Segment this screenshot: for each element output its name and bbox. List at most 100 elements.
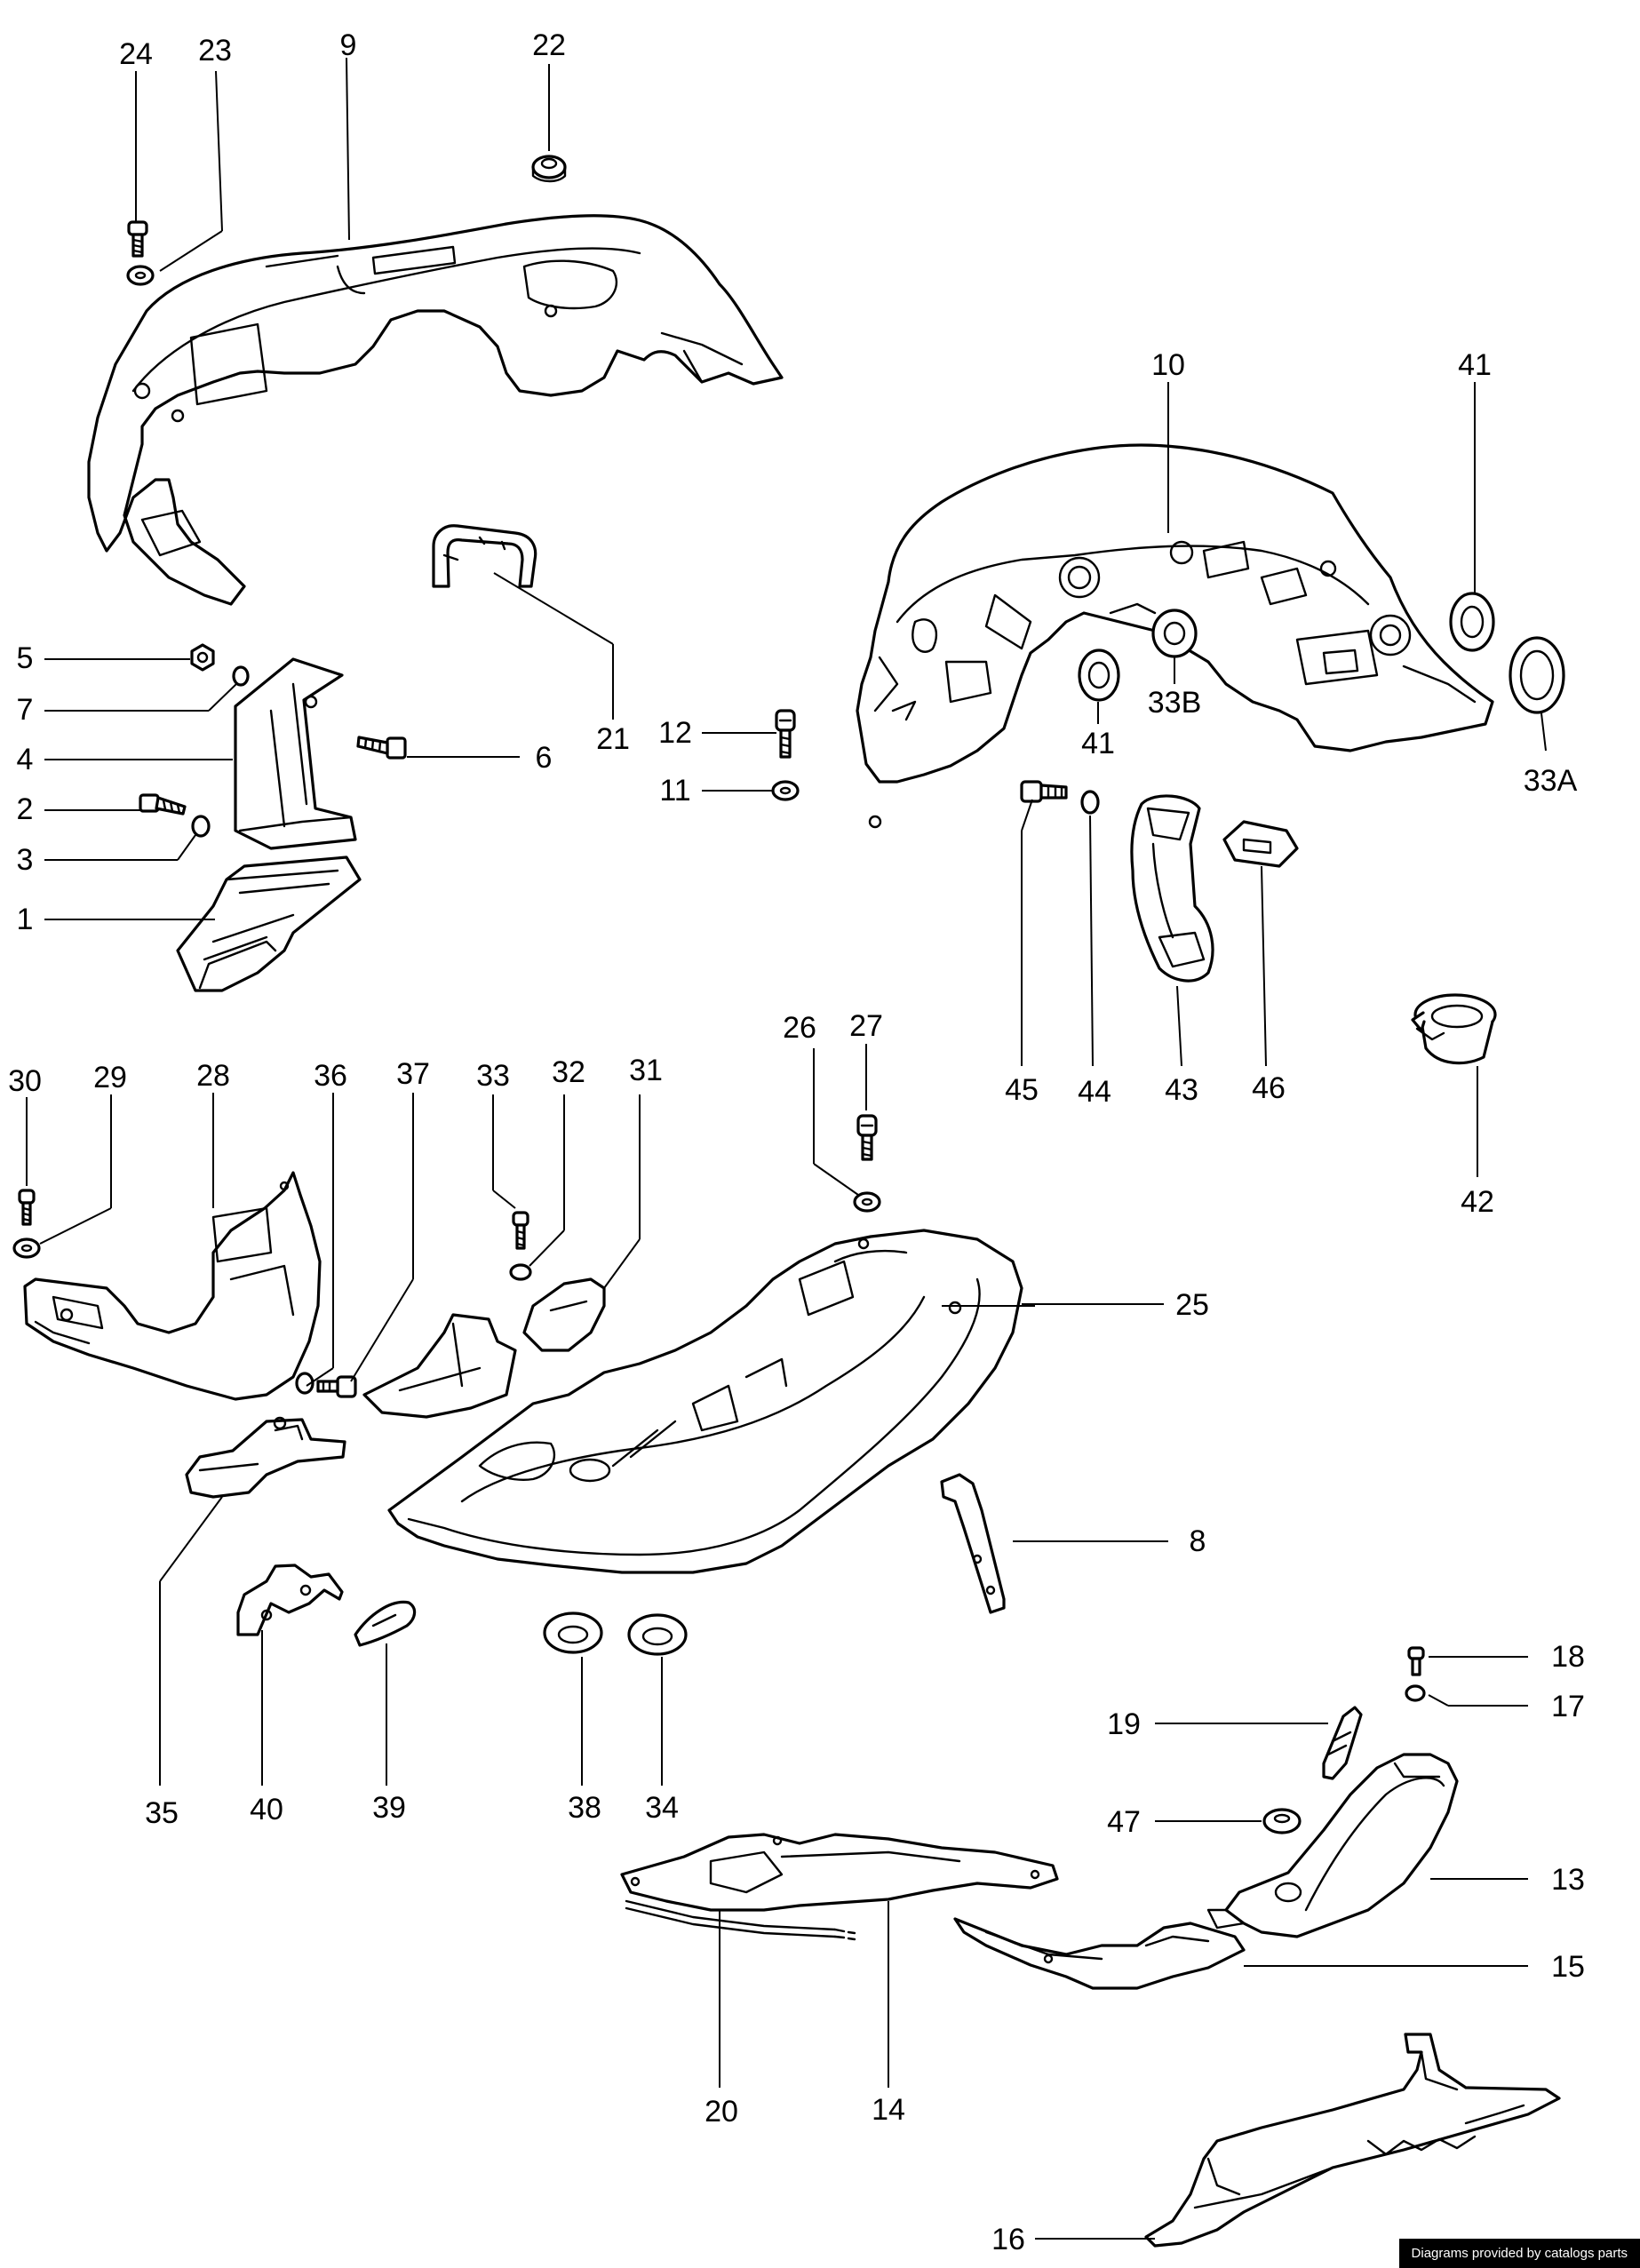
part-44-washer	[1080, 790, 1100, 815]
callout-26: 26	[783, 1011, 816, 1045]
callout-18: 18	[1551, 1640, 1585, 1674]
callout-17: 17	[1551, 1690, 1585, 1723]
callout-11: 11	[659, 774, 690, 808]
callout-2: 2	[17, 792, 34, 826]
part-28-lower-cover	[23, 1171, 322, 1401]
part-9-upper-cover-left	[87, 214, 784, 606]
callout-10: 10	[1151, 348, 1185, 382]
callout-46: 46	[1252, 1071, 1286, 1105]
part-33b-seal	[1151, 609, 1198, 658]
part-8-strap	[940, 1473, 1006, 1614]
callout-41-lower: 41	[1081, 727, 1115, 760]
part-24-screw	[127, 220, 148, 258]
part-38-ring	[543, 1611, 603, 1654]
callout-35: 35	[145, 1796, 179, 1830]
part-13-duct	[1206, 1753, 1459, 1938]
part-7-washer	[232, 665, 250, 687]
callout-19: 19	[1107, 1707, 1141, 1741]
callout-41-upper: 41	[1458, 348, 1492, 382]
part-45-bolt	[1020, 780, 1068, 803]
part-30-screw	[18, 1189, 36, 1226]
callout-4: 4	[17, 743, 34, 776]
part-18-screw	[1407, 1646, 1425, 1676]
part-41-seal-lower	[1078, 649, 1120, 702]
part-22-grommet	[531, 155, 567, 183]
callout-labels: 24 23 9 22 10 41 5 7 4 2 3 1 6 21 12 11 …	[8, 28, 1585, 2256]
part-27-screw	[856, 1114, 878, 1161]
part-36-washer	[295, 1372, 314, 1395]
callout-31: 31	[629, 1054, 663, 1087]
part-41-seal-upper	[1449, 592, 1495, 652]
callout-12: 12	[658, 716, 692, 750]
callout-21: 21	[596, 722, 630, 756]
part-17-washer	[1405, 1684, 1426, 1702]
callout-7: 7	[17, 693, 34, 727]
callout-14: 14	[872, 2093, 905, 2127]
part-40-clamp	[236, 1564, 344, 1636]
callout-37: 37	[396, 1057, 430, 1091]
callout-20: 20	[705, 2095, 738, 2129]
part-42-housing	[1411, 993, 1497, 1065]
part-1-deflector	[176, 855, 362, 992]
part-46-gasket	[1222, 820, 1299, 868]
callout-45: 45	[1005, 1073, 1039, 1107]
part-4-bracket	[234, 657, 357, 850]
callout-29: 29	[93, 1061, 127, 1094]
part-37-bolt	[316, 1375, 357, 1398]
callout-42: 42	[1461, 1185, 1494, 1219]
part-31-plate	[522, 1277, 606, 1352]
callout-28: 28	[196, 1059, 230, 1093]
callout-47: 47	[1107, 1805, 1141, 1839]
callout-15: 15	[1551, 1950, 1585, 1984]
callout-9: 9	[340, 28, 357, 62]
callout-33a: 33A	[1524, 764, 1578, 798]
part-15-plate	[953, 1917, 1246, 1990]
callout-34: 34	[645, 1791, 679, 1825]
callout-6: 6	[536, 741, 553, 775]
part-21-hose	[432, 524, 537, 588]
callout-22: 22	[532, 28, 566, 62]
callout-25: 25	[1175, 1288, 1209, 1322]
callout-39: 39	[372, 1791, 406, 1825]
part-12-screw	[775, 709, 796, 759]
part-26-washer	[853, 1191, 881, 1213]
callout-30: 30	[8, 1064, 42, 1098]
part-32-washer	[509, 1263, 532, 1281]
callout-23: 23	[198, 34, 232, 68]
callout-16: 16	[991, 2223, 1025, 2256]
callout-40: 40	[250, 1793, 283, 1826]
part-34-ring	[627, 1613, 688, 1656]
callout-33b: 33B	[1148, 686, 1202, 720]
part-20-strip	[625, 1899, 856, 1941]
callout-43: 43	[1165, 1073, 1198, 1107]
callout-13: 13	[1551, 1863, 1585, 1897]
part-35-bracket	[185, 1416, 346, 1499]
part-14-plate	[620, 1833, 1059, 1912]
part-25-lower-cover	[387, 1229, 1023, 1574]
part-2-bolt	[139, 793, 187, 816]
part-37-plate	[362, 1313, 517, 1419]
leader-lines	[26, 57, 1547, 2240]
part-23-washer	[126, 265, 155, 286]
callout-27: 27	[849, 1009, 883, 1043]
part-39-sleeve	[354, 1600, 417, 1647]
callout-3: 3	[17, 843, 34, 877]
part-6-bolt	[356, 736, 407, 760]
part-33-screw	[512, 1211, 529, 1250]
part-43-bracket	[1130, 794, 1214, 983]
callout-44: 44	[1078, 1075, 1111, 1109]
part-47-grommet	[1262, 1808, 1302, 1834]
part-33a-seal	[1509, 636, 1565, 714]
callout-1: 1	[17, 903, 34, 936]
callout-32: 32	[552, 1055, 585, 1089]
part-16-heat-shield	[1144, 2033, 1561, 2248]
callout-38: 38	[568, 1791, 601, 1825]
part-19-strip	[1322, 1706, 1363, 1780]
part-5-nut	[190, 643, 215, 672]
credit-banner: Diagrams provided by catalogs parts	[1398, 2239, 1640, 2268]
callout-24: 24	[119, 37, 153, 71]
part-3-washer	[191, 815, 211, 838]
callout-36: 36	[314, 1059, 347, 1093]
part-11-washer	[771, 780, 800, 801]
